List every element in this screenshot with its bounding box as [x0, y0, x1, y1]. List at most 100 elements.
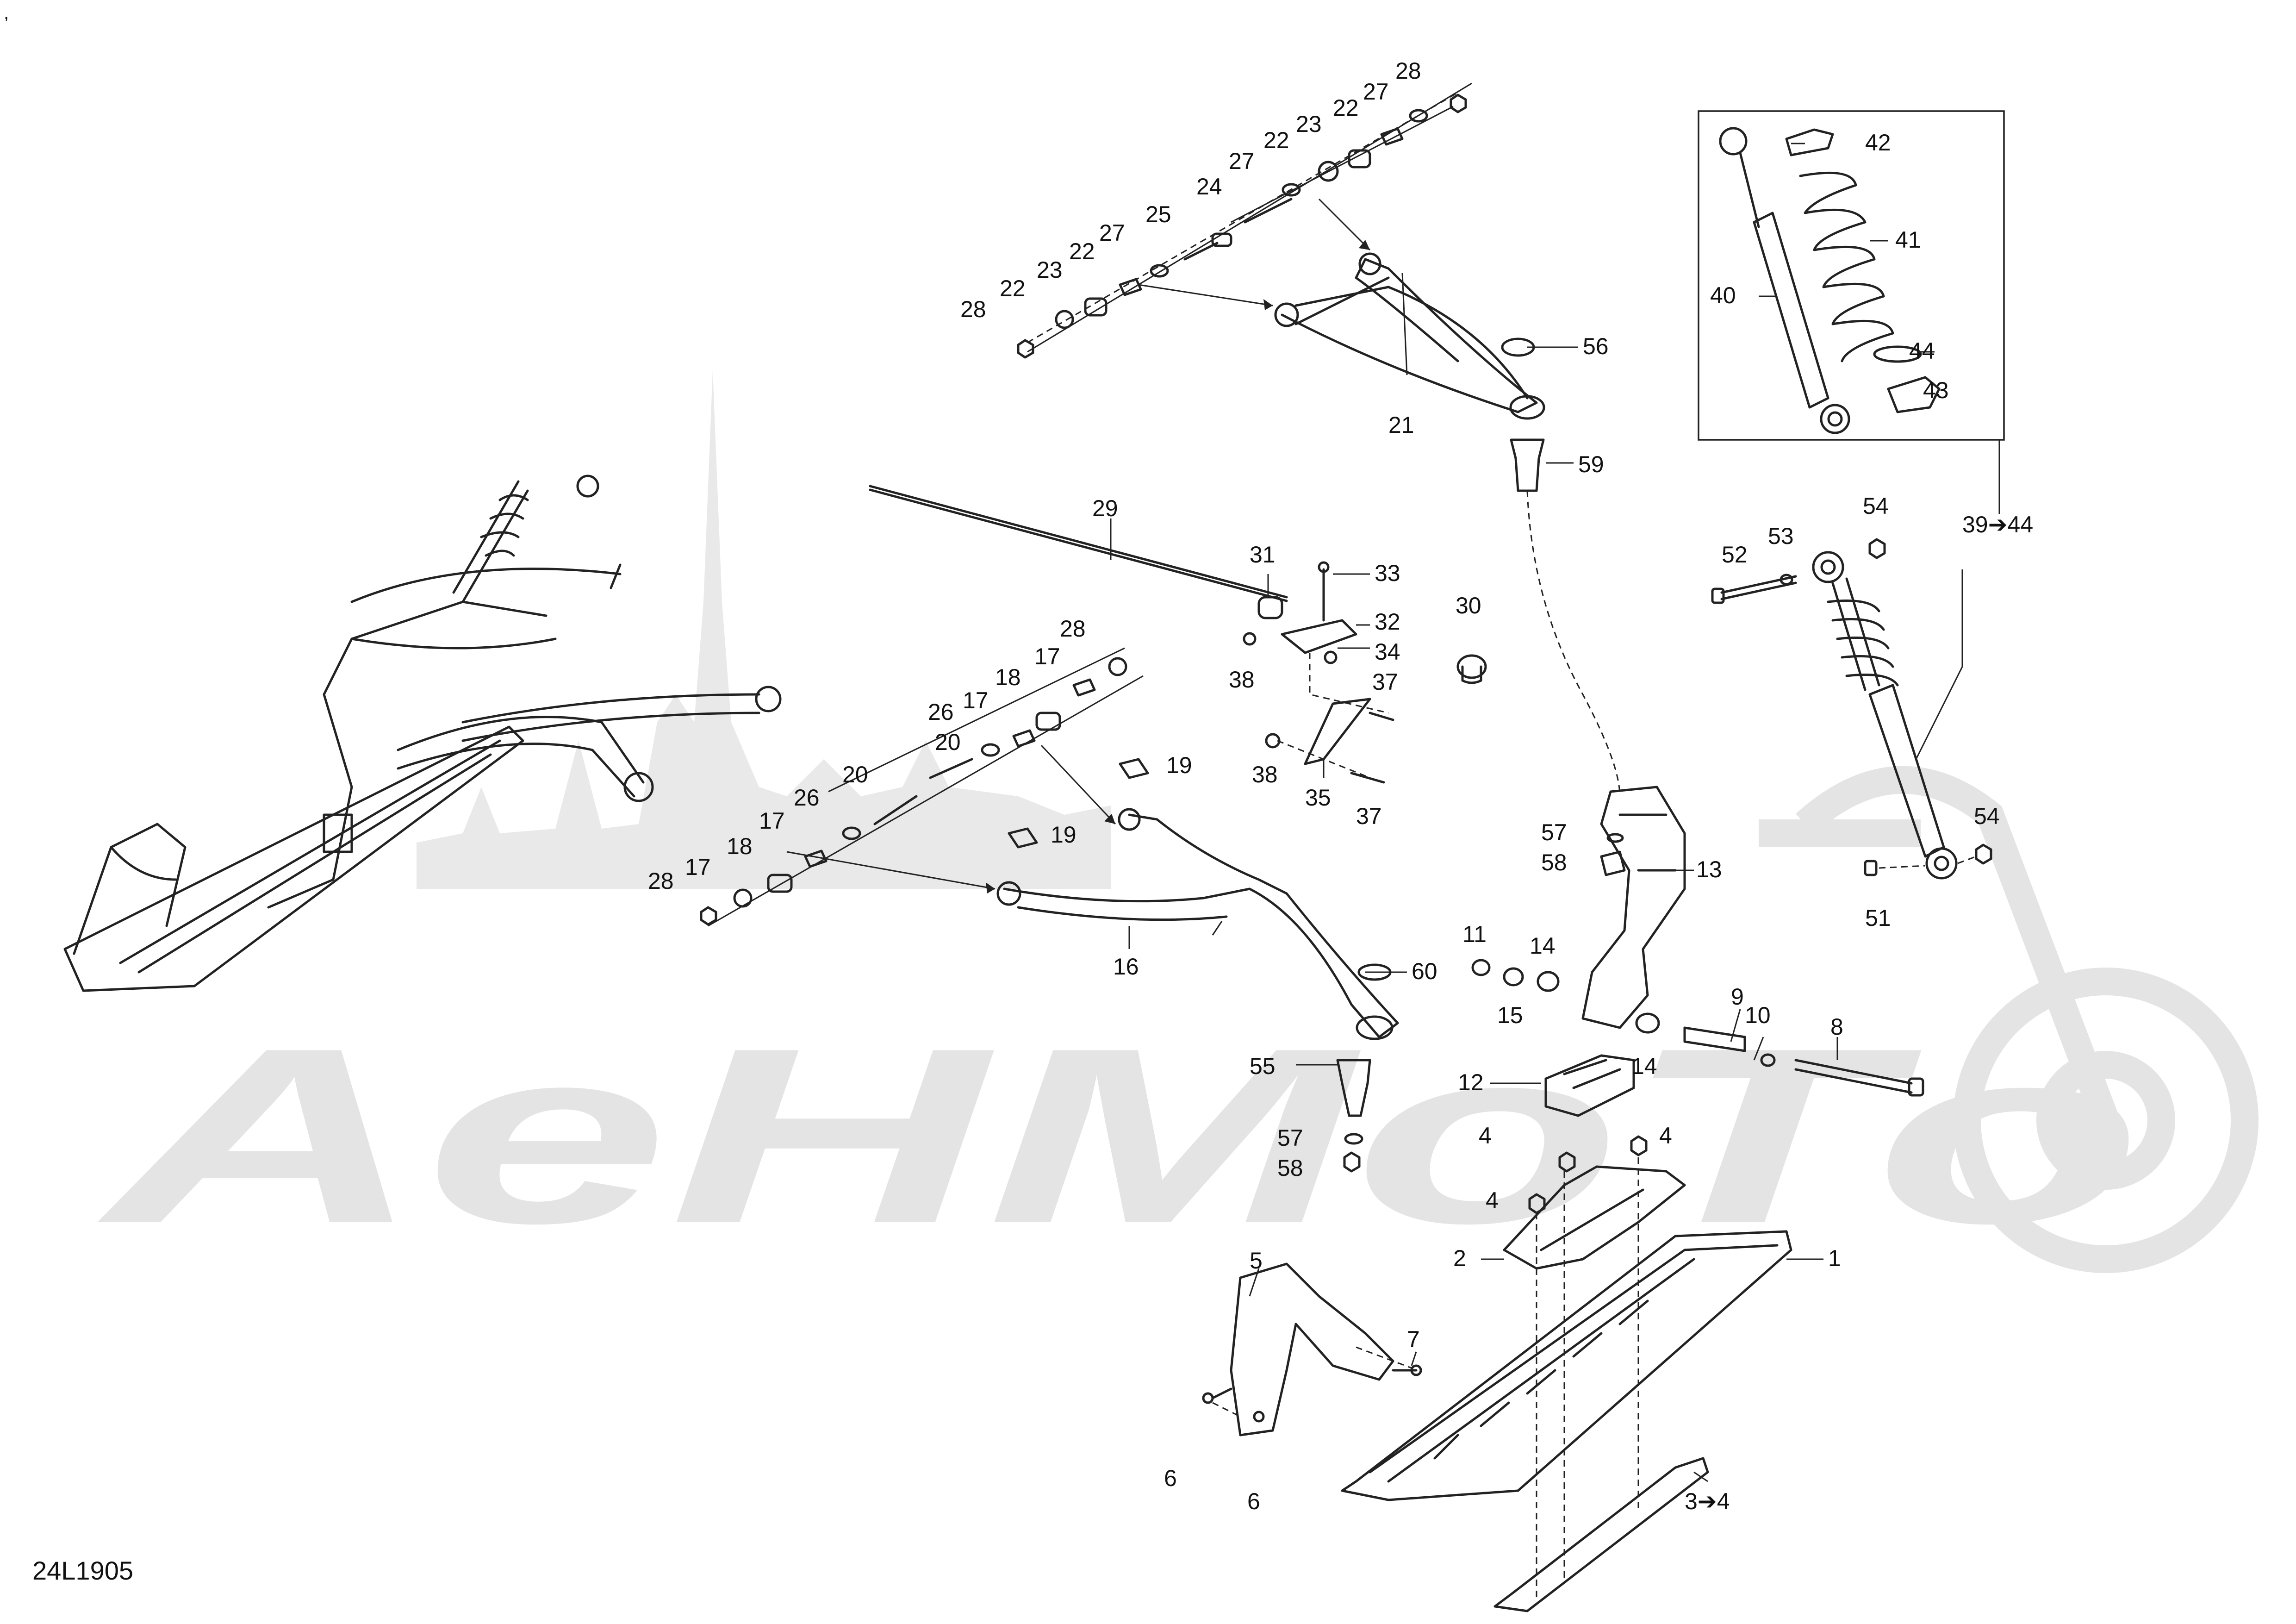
- callout-6: 6: [1164, 1465, 1177, 1491]
- callout-29: 29: [1092, 495, 1118, 521]
- guard-5: [1230, 1262, 1394, 1437]
- callout-19: 19: [1051, 822, 1076, 848]
- callout-52: 52: [1722, 542, 1748, 568]
- callout-13: 13: [1696, 856, 1722, 882]
- callout-14: 14: [1631, 1053, 1657, 1079]
- callout-43: 43: [1923, 377, 1949, 403]
- callout-26: 26: [928, 699, 954, 725]
- callout-28: 28: [648, 868, 674, 894]
- ski-1: [1341, 1230, 1792, 1501]
- callout-34: 34: [1375, 639, 1400, 665]
- callout-60: 60: [1412, 958, 1437, 984]
- callout-2: 2: [1453, 1245, 1466, 1271]
- ski-group: [1202, 1135, 1792, 1612]
- callout-1: 1: [1828, 1245, 1841, 1271]
- callout-51: 51: [1865, 905, 1891, 931]
- callout-41: 41: [1895, 227, 1921, 253]
- callout-28: 28: [960, 296, 986, 322]
- callout-19: 19: [1166, 752, 1192, 778]
- watermark-skyline: [417, 370, 1111, 889]
- callout-21: 21: [1388, 412, 1414, 438]
- bracket-32: [1281, 619, 1357, 654]
- inset-range-label: 39➔44: [1962, 512, 2033, 537]
- callout-37: 37: [1356, 803, 1382, 829]
- callout-58: 58: [1277, 1155, 1303, 1181]
- callout-27: 27: [1363, 79, 1389, 105]
- callout-17: 17: [685, 854, 711, 880]
- callout-20: 20: [935, 729, 961, 755]
- callout-31: 31: [1250, 542, 1276, 568]
- callout-17: 17: [963, 687, 989, 713]
- callout-4: 4: [1479, 1123, 1492, 1149]
- callout-56: 56: [1583, 333, 1609, 359]
- callout-18: 18: [727, 833, 753, 859]
- callout-22: 22: [1000, 275, 1026, 301]
- callout-27: 27: [1229, 148, 1255, 174]
- callout-53: 53: [1768, 523, 1794, 549]
- callout-leaders: [1110, 143, 1935, 1482]
- callout-labels: 1 2 3➔4 4 4 4 5 6 6 7 8 9 10 11 12 13 14…: [648, 58, 2033, 1514]
- callout-55: 55: [1250, 1053, 1276, 1079]
- callout-35: 35: [1305, 785, 1331, 811]
- right-shock-assembly: [1711, 538, 1992, 880]
- callout-54: 54: [1863, 493, 1889, 519]
- callout-8: 8: [1830, 1014, 1843, 1040]
- bushing-31: [1257, 596, 1283, 619]
- overview-assembly: [63, 475, 782, 992]
- callout-32: 32: [1375, 609, 1400, 635]
- callout-28: 28: [1060, 616, 1086, 642]
- callout-12: 12: [1458, 1069, 1484, 1095]
- callout-4: 4: [1486, 1187, 1499, 1213]
- callout-26: 26: [794, 785, 820, 811]
- callout-40: 40: [1710, 282, 1736, 308]
- rod-29: [869, 485, 1288, 599]
- callout-25: 25: [1145, 201, 1171, 227]
- callout-27: 27: [1099, 220, 1125, 246]
- callout-4: 4: [1659, 1123, 1672, 1149]
- upper-a-arm: [1281, 258, 1538, 413]
- callout-57: 57: [1277, 1125, 1303, 1151]
- spindle-13: [1581, 786, 1686, 1029]
- callout-38: 38: [1229, 667, 1255, 693]
- callout-15: 15: [1497, 1002, 1523, 1028]
- callout-54: 54: [1974, 803, 2000, 829]
- callout-57: 57: [1541, 819, 1567, 845]
- callout-22: 22: [1263, 127, 1289, 153]
- callout-6: 6: [1247, 1488, 1260, 1514]
- callout-20: 20: [842, 762, 868, 787]
- callout-42: 42: [1865, 130, 1891, 156]
- callout-58: 58: [1541, 849, 1567, 875]
- diagram-code: 24L1905: [32, 1556, 134, 1585]
- callout-30: 30: [1456, 593, 1481, 618]
- callout-33: 33: [1375, 560, 1400, 586]
- callout-5: 5: [1250, 1248, 1263, 1274]
- sway-link-group: [869, 485, 1487, 784]
- callout-3-to-4: 3➔4: [1685, 1488, 1730, 1514]
- callout-7: 7: [1407, 1326, 1420, 1352]
- upper-a-arm-group: [1017, 82, 1621, 797]
- callout-11: 11: [1462, 921, 1487, 947]
- inset-frame: [1698, 110, 2005, 441]
- watermark-motorcycle: [1759, 766, 2259, 1273]
- callout-9: 9: [1731, 984, 1744, 1010]
- callout-37: 37: [1372, 669, 1398, 695]
- shock-inset: [1698, 110, 2005, 514]
- callout-23: 23: [1296, 111, 1322, 137]
- watermark-text: AeHMoTo: [93, 996, 2143, 1275]
- callout-22: 22: [1069, 238, 1095, 264]
- corner-mark: ,: [4, 3, 9, 23]
- callout-22: 22: [1333, 95, 1359, 121]
- lower-a-arm-group: [700, 647, 1399, 1173]
- callout-18: 18: [995, 664, 1021, 690]
- callout-44: 44: [1909, 338, 1935, 364]
- callout-17: 17: [1034, 643, 1060, 669]
- link-35: [1304, 698, 1371, 765]
- callout-14: 14: [1530, 933, 1556, 959]
- callout-17: 17: [759, 808, 785, 834]
- lower-a-arm: [1003, 813, 1399, 1038]
- spindle-group: [1471, 786, 1924, 1117]
- callout-28: 28: [1395, 58, 1421, 84]
- callout-38: 38: [1252, 762, 1278, 787]
- callout-23: 23: [1037, 257, 1063, 283]
